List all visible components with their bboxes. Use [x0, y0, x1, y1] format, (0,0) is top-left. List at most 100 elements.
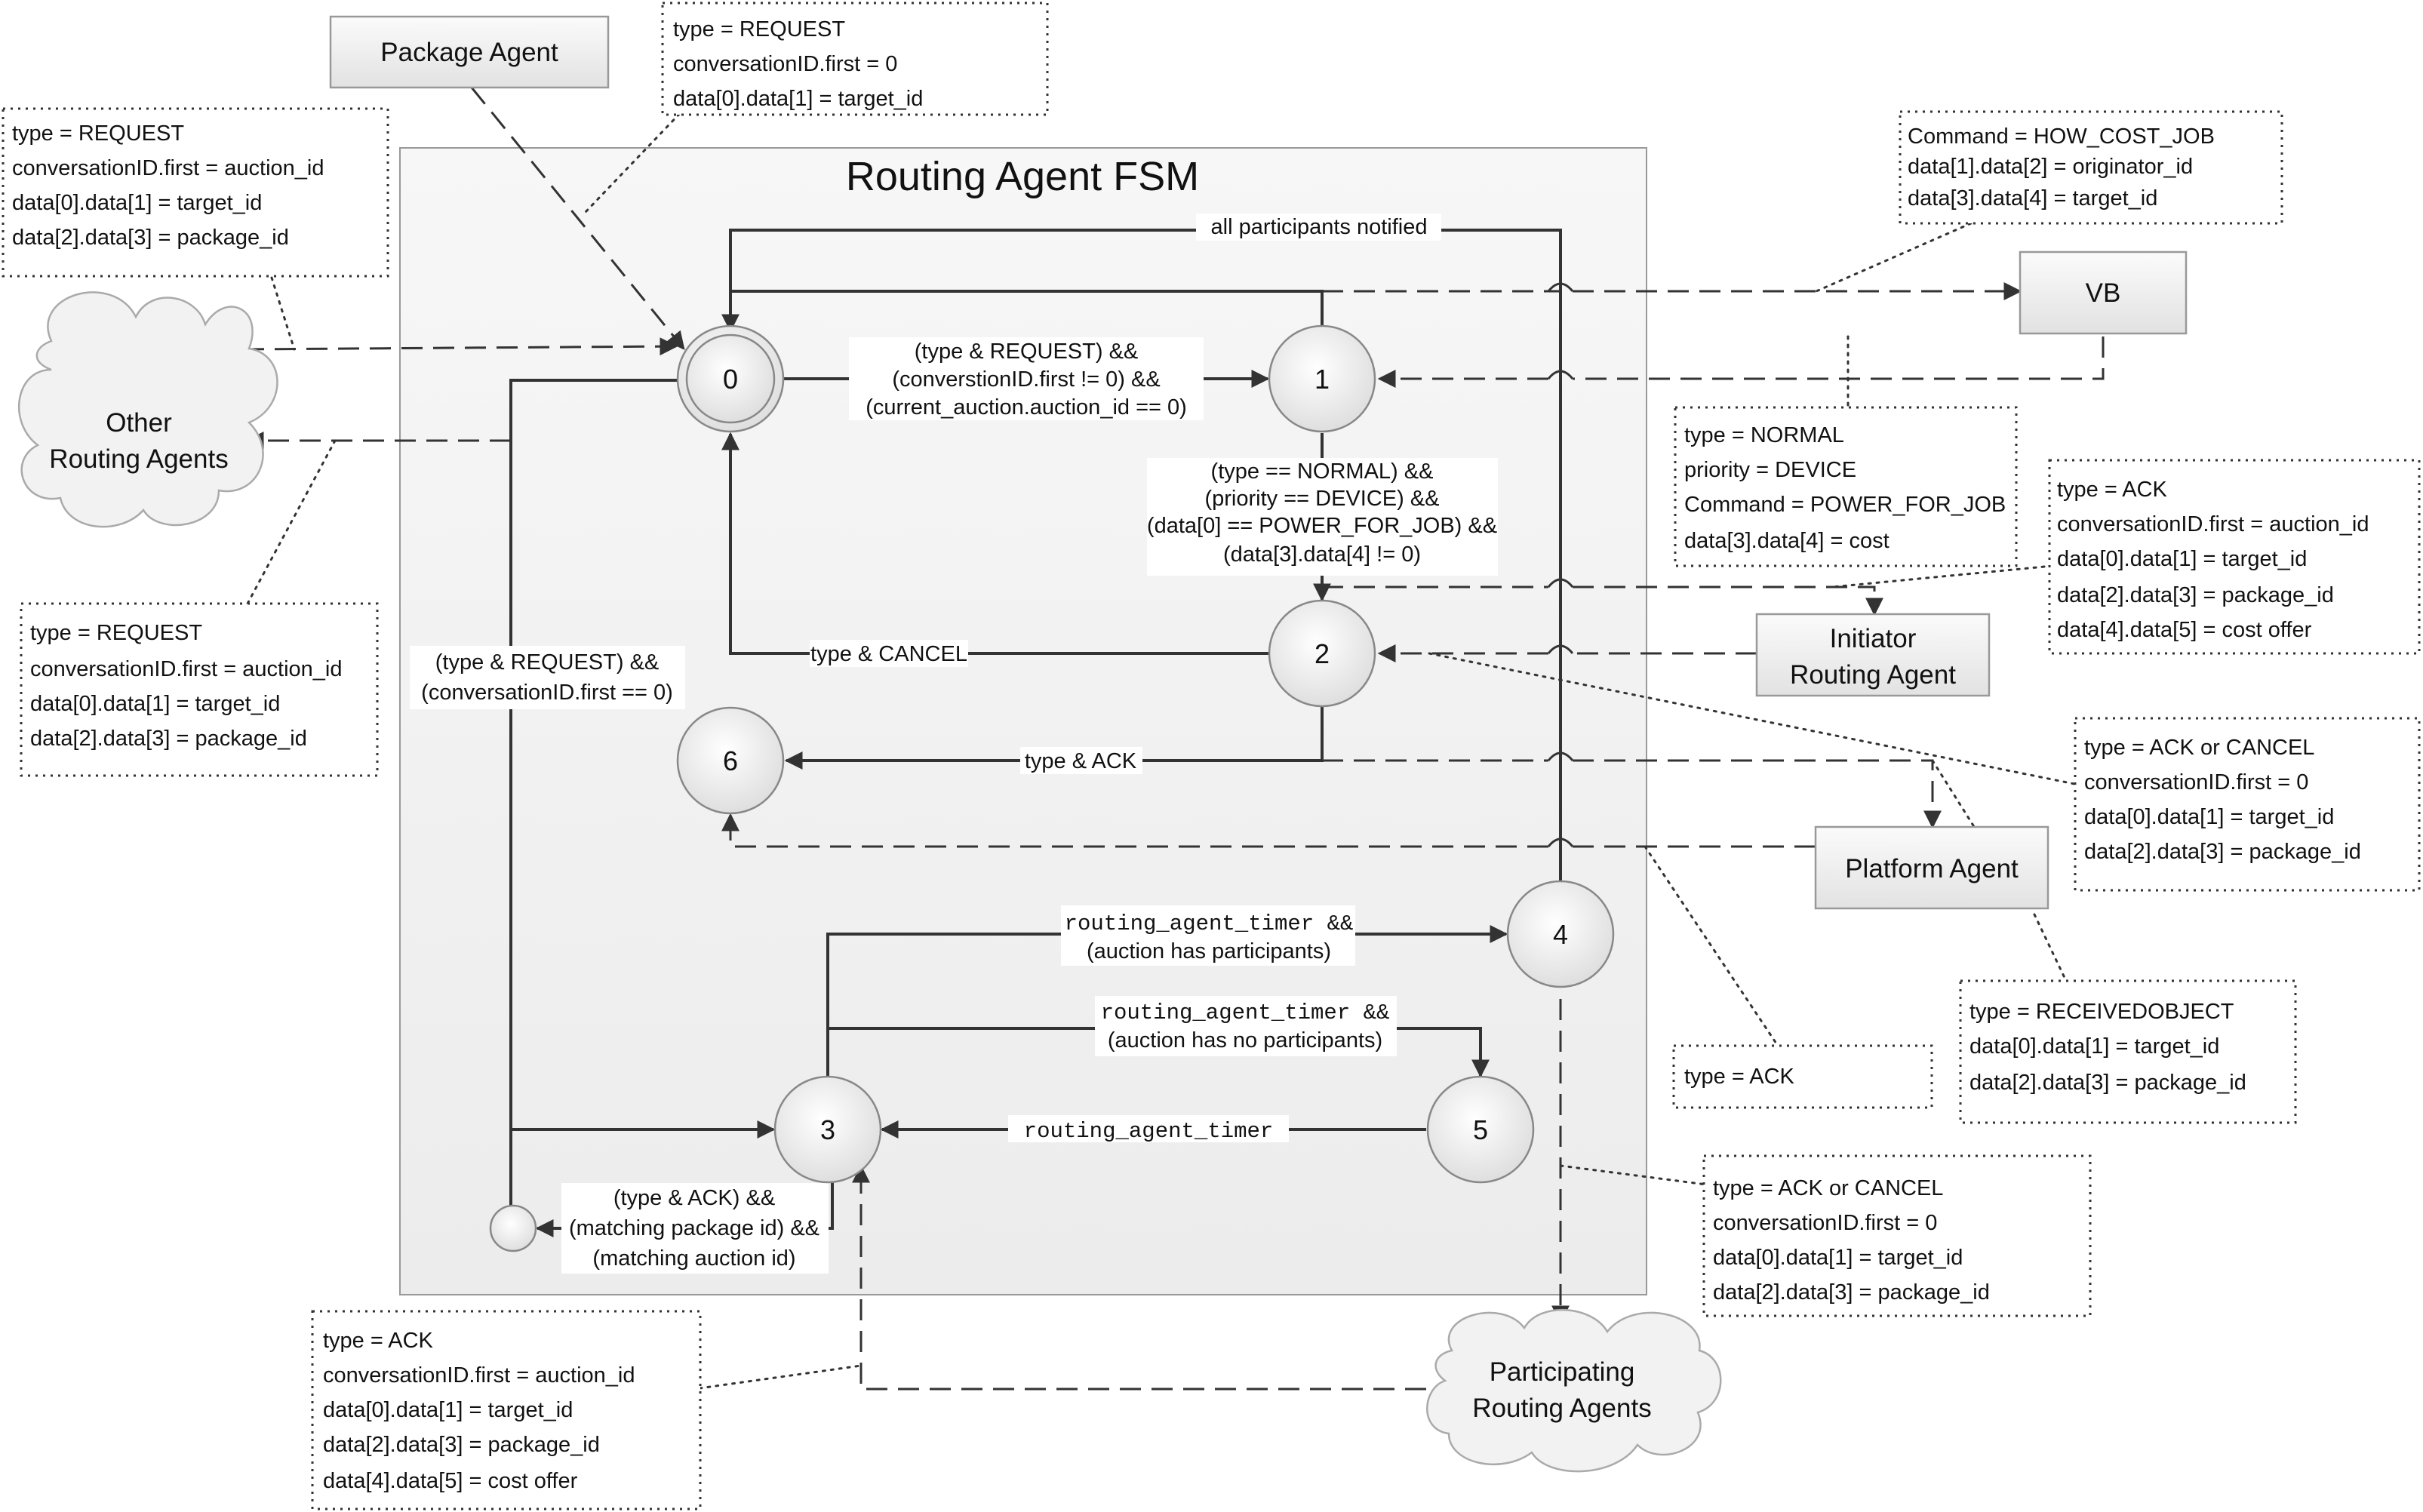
svg-text:type = ACK: type = ACK [1684, 1065, 1795, 1089]
agents: Package Agent VB Initiator Routing Agent… [329, 15, 2188, 910]
label-t01-line2: (converstionID.first != 0) && [892, 367, 1160, 392]
state-0: 0 [676, 324, 785, 433]
state-final-small [489, 1204, 537, 1252]
note-initiator-ack: type = ACK conversationID.first = auctio… [2048, 459, 2421, 655]
line-hops [1547, 282, 1574, 847]
svg-text:Platform Agent: Platform Agent [1845, 854, 2019, 884]
svg-text:conversationID.first = 0: conversationID.first = 0 [2084, 770, 2308, 794]
state-1: 1 [1268, 324, 1376, 433]
svg-text:2: 2 [1315, 638, 1330, 669]
svg-text:Participating: Participating [1490, 1357, 1635, 1387]
state-4: 4 [1506, 880, 1615, 988]
svg-text:type = ACK or CANCEL: type = ACK or CANCEL [1713, 1176, 1943, 1200]
note-plain-ack: type = ACK [1672, 1044, 1933, 1109]
svg-text:data[0].data[1] = target_id: data[0].data[1] = target_id [673, 87, 923, 111]
edge-2-to-0 [721, 432, 1270, 655]
svg-text:data[0].data[1] = target_id: data[0].data[1] = target_id [1969, 1034, 2219, 1059]
svg-text:data[2].data[3] = package_id: data[2].data[3] = package_id [1969, 1071, 2246, 1095]
message-arrows [242, 87, 2105, 1391]
svg-text:data[0].data[1] = target_id: data[0].data[1] = target_id [2057, 547, 2307, 571]
edge-1-to-0 [729, 290, 1324, 330]
note-participants-ack: type = ACK conversationID.first = auctio… [311, 1310, 702, 1510]
svg-text:conversationID.first = auction: conversationID.first = auction_id [30, 657, 342, 681]
transition-labels: all participants notified (type & REQUES… [421, 215, 1497, 1271]
svg-text:conversationID.first = 0: conversationID.first = 0 [1713, 1211, 1937, 1235]
state-3: 3 [773, 1075, 882, 1184]
svg-text:type = REQUEST: type = REQUEST [30, 621, 202, 645]
svg-text:data[0].data[1] = target_id: data[0].data[1] = target_id [30, 692, 280, 716]
note-vb-normal: type = NORMAL priority = DEVICE Command … [1674, 406, 2018, 567]
label-match-line1: (type & ACK) && [613, 1186, 775, 1210]
svg-text:Command = HOW_COST_JOB: Command = HOW_COST_JOB [1908, 124, 2215, 149]
label-t12-line3: (data[0] == POWER_FOR_JOB) && [1147, 514, 1497, 538]
svg-text:conversationID.first = 0: conversationID.first = 0 [673, 52, 897, 76]
svg-text:4: 4 [1553, 919, 1568, 950]
msg-participating-to-3 [852, 1164, 1426, 1391]
svg-text:data[3].data[4] = target_id: data[3].data[4] = target_id [1908, 186, 2157, 211]
label-t12-line1: (type == NORMAL) && [1211, 459, 1434, 484]
svg-text:data[0].data[1] = target_id: data[0].data[1] = target_id [323, 1398, 573, 1422]
participating-routing-agents-cloud: Participating Routing Agents [1426, 1308, 1722, 1473]
note-received-object: type = RECEIVEDOBJECT data[0].data[1] = … [1959, 979, 2297, 1124]
svg-text:type = RECEIVEDOBJECT: type = RECEIVEDOBJECT [1969, 1000, 2234, 1024]
msg-vb-to-1 [1381, 337, 2105, 380]
svg-text:Routing Agents: Routing Agents [1472, 1394, 1651, 1423]
svg-text:data[2].data[3] = package_id: data[2].data[3] = package_id [323, 1433, 600, 1457]
label-t01-line3: (current_auction.auction_id == 0) [866, 395, 1187, 419]
label-req-first0-line2: (conversationID.first == 0) [421, 681, 673, 705]
svg-text:type = REQUEST: type = REQUEST [673, 17, 845, 41]
svg-text:conversationID.first = auction: conversationID.first = auction_id [2057, 512, 2369, 536]
label-t01-line1: (type & REQUEST) && [915, 340, 1139, 364]
svg-text:3: 3 [820, 1114, 835, 1145]
label-t34-line1: routing_agent_timer && [1065, 911, 1354, 936]
note-other-request-bottom: type = REQUEST conversationID.first = au… [20, 602, 379, 777]
label-t12-line4: (data[3].data[4] != 0) [1223, 542, 1421, 567]
svg-text:type = REQUEST: type = REQUEST [12, 121, 184, 146]
package-agent: Package Agent [329, 15, 610, 89]
label-ack: type & ACK [1025, 749, 1137, 773]
svg-text:data[1].data[2] = originator_i: data[1].data[2] = originator_id [1908, 155, 2193, 179]
label-t53: routing_agent_timer [1024, 1119, 1274, 1144]
label-t12-line2: (priority == DEVICE) && [1204, 487, 1439, 511]
svg-text:5: 5 [1473, 1114, 1488, 1145]
states: 0 1 2 6 4 3 5 [489, 324, 1615, 1252]
label-all-notified: all participants notified [1211, 215, 1428, 239]
svg-text:data[0].data[1] = target_id: data[0].data[1] = target_id [12, 191, 262, 215]
label-t34-line2: (auction has participants) [1087, 939, 1331, 963]
svg-text:VB: VB [2086, 278, 2121, 308]
edge-small-to-3 [509, 379, 678, 1206]
svg-text:type = NORMAL: type = NORMAL [1684, 423, 1844, 447]
svg-text:data[4].data[5] = cost offer: data[4].data[5] = cost offer [2057, 618, 2312, 642]
initiator-routing-agent: Initiator Routing Agent [1755, 613, 1991, 697]
svg-text:0: 0 [723, 364, 738, 395]
note-other-request-top: type = REQUEST conversationID.first = au… [2, 107, 389, 278]
label-cancel: type & CANCEL [810, 642, 967, 666]
state-6: 6 [676, 706, 785, 815]
edge-4-to-0 [721, 229, 1562, 892]
svg-text:Command = POWER_FOR_JOB: Command = POWER_FOR_JOB [1684, 493, 2006, 517]
label-backgrounds [410, 214, 1498, 1274]
svg-text:data[2].data[3] = package_id: data[2].data[3] = package_id [30, 727, 307, 751]
svg-text:data[2].data[3] = package_id: data[2].data[3] = package_id [2084, 840, 2361, 864]
svg-text:conversationID.first = auction: conversationID.first = auction_id [323, 1363, 635, 1388]
svg-text:Routing Agents: Routing Agents [49, 444, 228, 474]
svg-text:data[2].data[3] = package_id: data[2].data[3] = package_id [12, 226, 289, 250]
msg-package-to-0 [470, 87, 685, 350]
svg-text:data[2].data[3] = package_id: data[2].data[3] = package_id [1713, 1280, 1990, 1305]
fsm-transitions [509, 229, 1562, 1237]
note-vb-command: Command = HOW_COST_JOB data[1].data[2] =… [1899, 110, 2283, 225]
msg-other-to-0 [242, 337, 678, 356]
label-match-line3: (matching auction id) [592, 1246, 795, 1271]
label-t35-line1: routing_agent_timer && [1101, 1000, 1390, 1025]
svg-text:Routing Agent: Routing Agent [1790, 660, 1956, 690]
svg-text:type = ACK or CANCEL: type = ACK or CANCEL [2084, 736, 2314, 760]
svg-text:data[4].data[5] = cost offer: data[4].data[5] = cost offer [323, 1469, 578, 1493]
svg-text:data[0].data[1] = target_id: data[0].data[1] = target_id [2084, 805, 2334, 829]
state-2: 2 [1268, 599, 1376, 708]
svg-text:6: 6 [723, 745, 738, 776]
label-req-first0-line1: (type & REQUEST) && [435, 650, 660, 675]
label-match-line2: (matching package id) && [569, 1216, 819, 1240]
vb-agent: VB [2019, 250, 2188, 335]
